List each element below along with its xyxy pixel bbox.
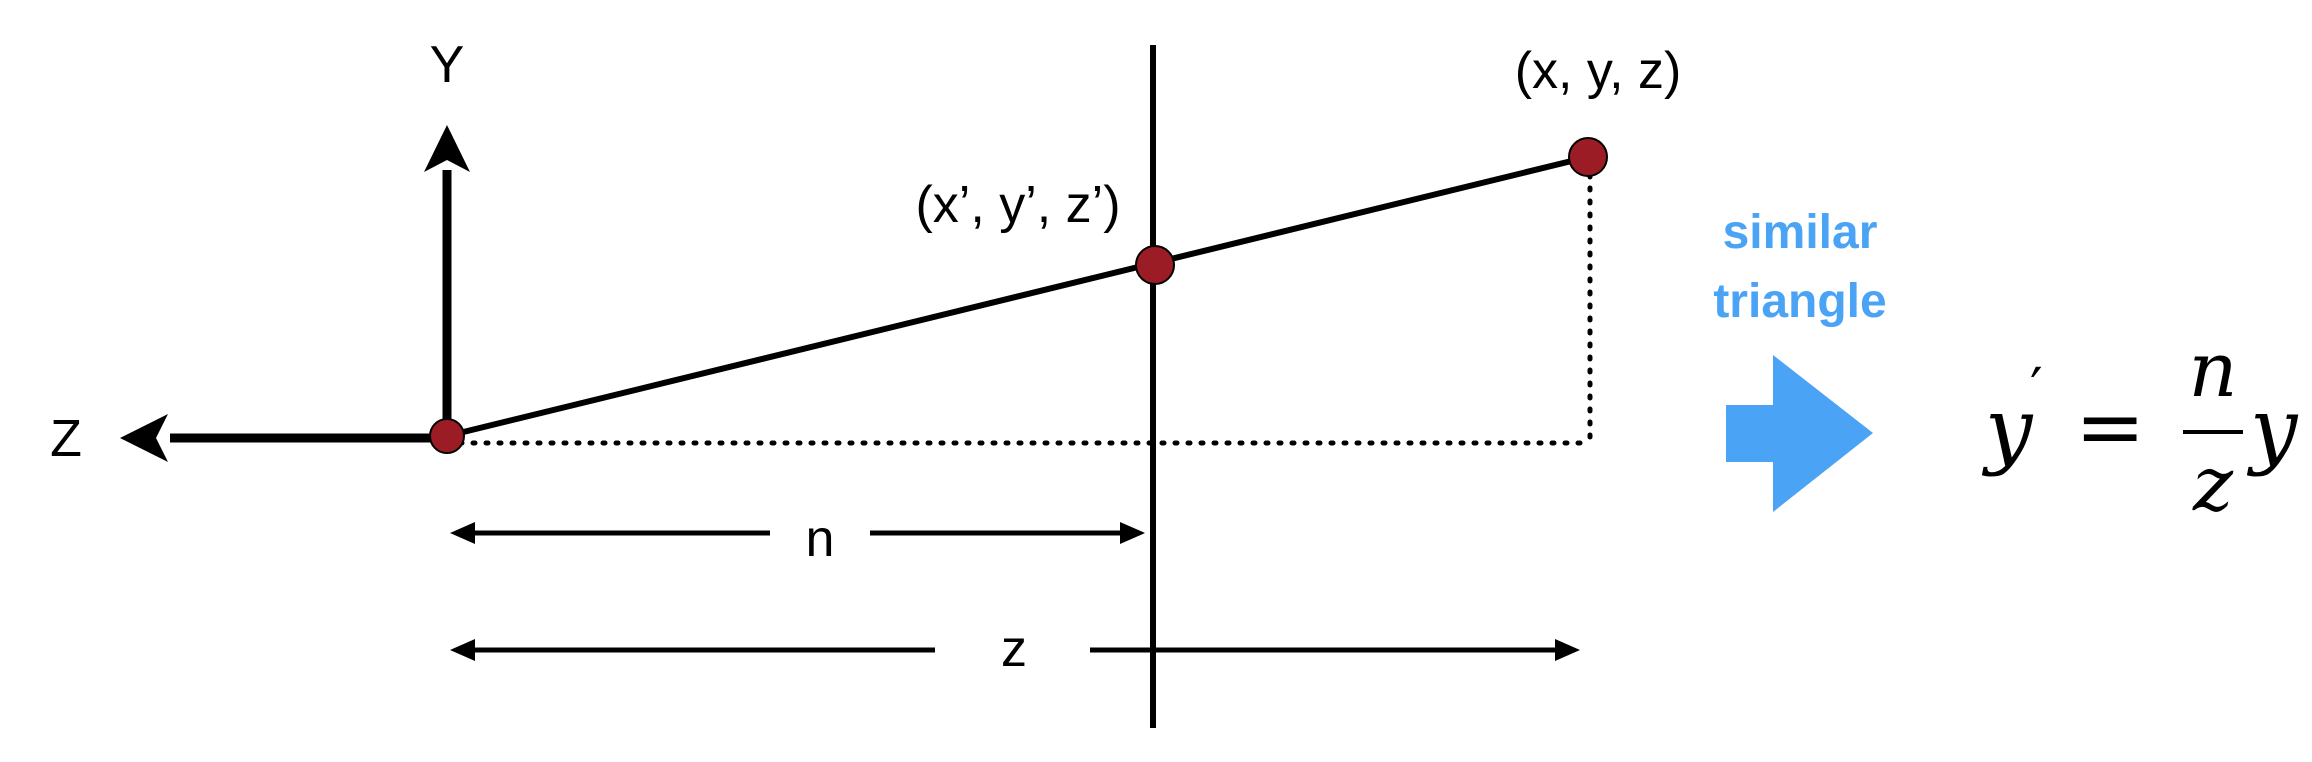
formula-denominator: z	[2192, 439, 2234, 528]
projection-formula: y ′ = n z y	[1981, 325, 2299, 528]
formula-prime: ′	[2030, 357, 2043, 422]
y-axis-arrowhead	[424, 125, 470, 172]
far-point	[1568, 137, 1608, 177]
annotation-line-2: triangle	[1713, 275, 1886, 328]
annotation-line-1: similar	[1723, 206, 1878, 259]
near-distance-label: n	[806, 510, 835, 568]
projected-point-label: (x’, y’, z’)	[915, 176, 1120, 234]
depth-label: z	[1001, 620, 1027, 678]
formula-lhs: y	[1981, 380, 2034, 478]
eye-origin-point	[429, 418, 465, 454]
projection-ray	[446, 154, 1589, 439]
formula-equals: =	[2075, 378, 2145, 476]
z-axis-label: Z	[50, 410, 82, 468]
y-axis-label: Y	[430, 36, 465, 94]
formula-rhs: y	[2246, 380, 2299, 478]
near-distance-dimension	[450, 522, 1145, 544]
y-axis	[424, 125, 470, 438]
z-axis	[120, 414, 447, 462]
formula-numerator: n	[2189, 325, 2238, 414]
depth-dimension	[450, 639, 1580, 661]
far-point-label: (x, y, z)	[1515, 42, 1682, 100]
projected-point	[1135, 245, 1175, 285]
right-arrow-icon	[1726, 355, 1873, 512]
z-axis-arrowhead	[120, 414, 168, 462]
